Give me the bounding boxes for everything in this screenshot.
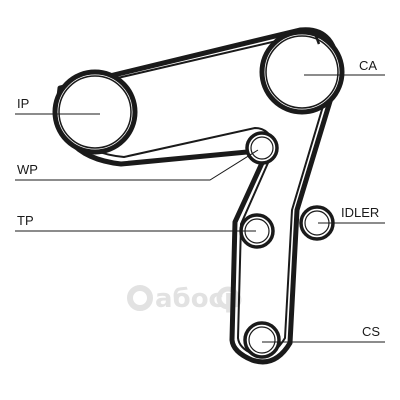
label-tp: TP — [17, 213, 34, 228]
leader-wp — [15, 149, 259, 181]
pulley-cs — [243, 321, 281, 359]
pulley-ca — [259, 29, 345, 115]
leader-lines — [15, 74, 385, 343]
label-wp: WP — [17, 162, 38, 177]
watermark: aбoсp — [127, 284, 243, 314]
pulley-ip — [52, 69, 138, 155]
label-idler: IDLER — [341, 205, 379, 220]
label-ip: IP — [17, 96, 29, 111]
label-cs: CS — [362, 324, 380, 339]
watermark-p-bowl — [216, 286, 240, 310]
label-ca: CA — [359, 58, 377, 73]
pulley-wp — [245, 131, 279, 165]
watermark-logo-icon — [127, 285, 153, 311]
